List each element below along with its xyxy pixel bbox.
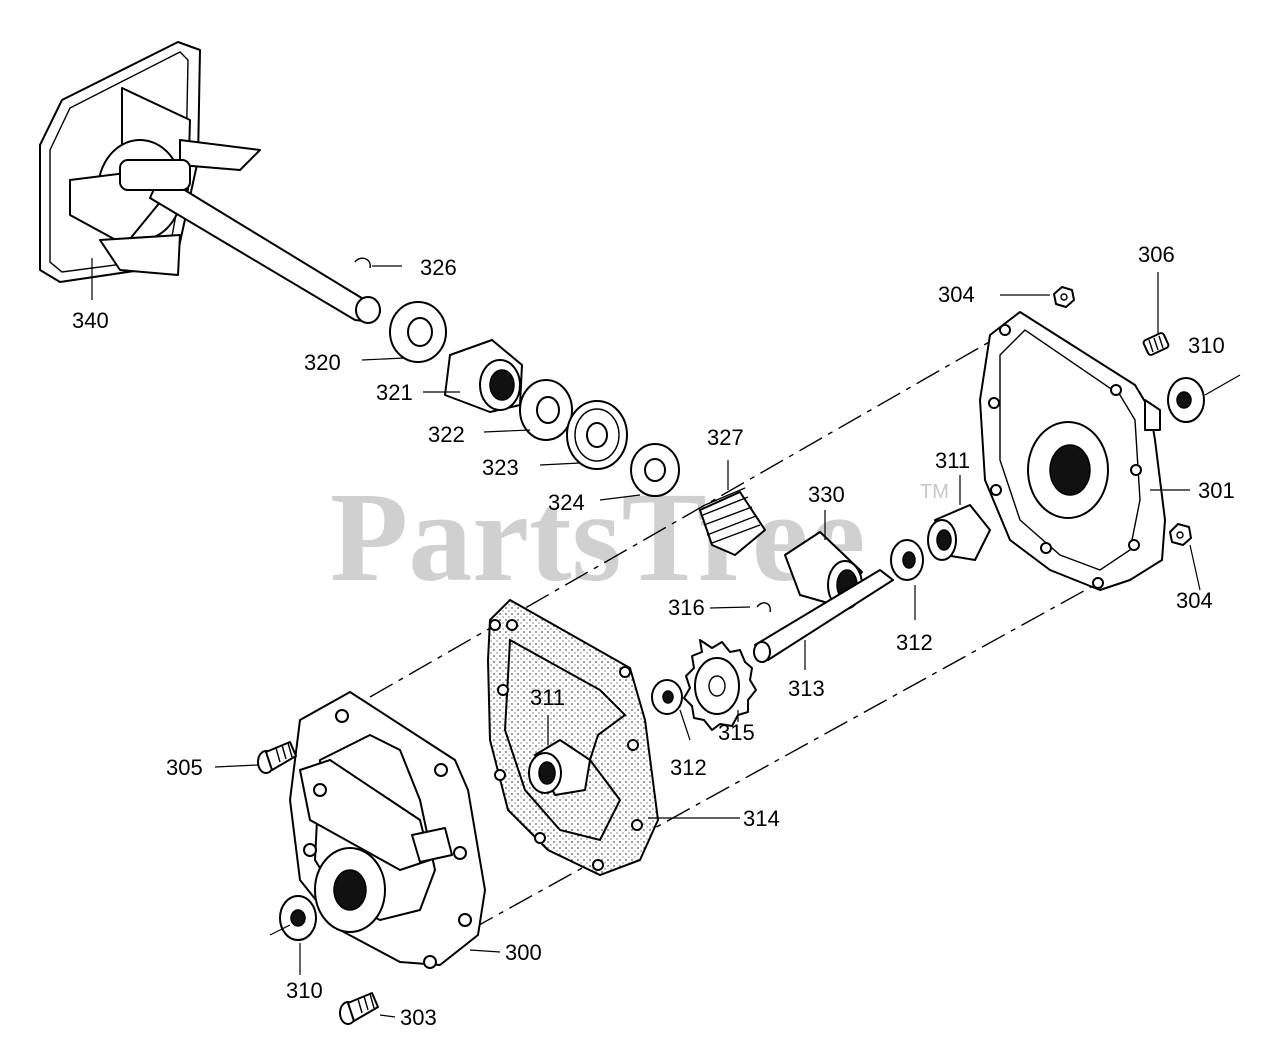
label-304-top: 304 bbox=[938, 282, 975, 307]
bushing-311-right bbox=[927, 504, 991, 561]
watermark-trademark: TM bbox=[920, 481, 949, 503]
gear-case-301 bbox=[979, 311, 1166, 591]
gear-case-300 bbox=[289, 691, 486, 969]
washer-320 bbox=[389, 301, 447, 363]
watermark-text: PartsTree bbox=[330, 466, 865, 608]
label-324: 324 bbox=[548, 490, 585, 515]
label-306: 306 bbox=[1138, 242, 1175, 267]
washer-312-left bbox=[651, 679, 683, 715]
label-323: 323 bbox=[482, 455, 519, 480]
impeller-plate-assembly bbox=[39, 41, 381, 324]
nut-304-top bbox=[1053, 286, 1075, 308]
label-316: 316 bbox=[668, 595, 705, 620]
label-320: 320 bbox=[304, 350, 341, 375]
washer-324 bbox=[630, 443, 680, 497]
label-313: 313 bbox=[788, 676, 825, 701]
label-305: 305 bbox=[166, 755, 203, 780]
gasket-314 bbox=[486, 598, 660, 877]
label-304-right: 304 bbox=[1176, 588, 1213, 613]
bearing-321 bbox=[444, 339, 523, 413]
label-310-left: 310 bbox=[286, 978, 323, 1003]
watermark: PartsTree TM bbox=[330, 466, 949, 608]
label-340: 340 bbox=[72, 308, 109, 333]
thrust-bearing-323 bbox=[566, 400, 628, 470]
key-326 bbox=[354, 257, 371, 269]
label-312-left: 312 bbox=[670, 755, 707, 780]
washer-322 bbox=[519, 379, 573, 441]
part-number-labels: 340 326 320 321 322 323 324 327 330 304 … bbox=[72, 242, 1235, 1030]
label-311-right: 311 bbox=[935, 448, 970, 473]
assembly-guide-lines bbox=[369, 332, 1101, 931]
label-301: 301 bbox=[1198, 478, 1235, 503]
shaft-313 bbox=[753, 569, 894, 663]
label-300: 300 bbox=[505, 940, 542, 965]
screw-305 bbox=[257, 741, 297, 774]
key-316 bbox=[756, 602, 771, 613]
label-312-right: 312 bbox=[896, 630, 933, 655]
seal-310-left bbox=[279, 895, 317, 941]
label-314: 314 bbox=[743, 806, 780, 831]
seal-310-right bbox=[1167, 377, 1205, 423]
label-322: 322 bbox=[428, 422, 465, 447]
spur-gear-315 bbox=[683, 639, 757, 731]
leader-lines bbox=[91, 258, 1201, 1018]
set-screw-306 bbox=[1142, 332, 1170, 356]
label-315: 315 bbox=[718, 720, 755, 745]
screw-303 bbox=[339, 992, 379, 1025]
label-321: 321 bbox=[376, 380, 413, 405]
label-303: 303 bbox=[400, 1005, 437, 1030]
label-327: 327 bbox=[707, 425, 744, 450]
label-311-left: 311 bbox=[530, 685, 565, 710]
bushing-311-left bbox=[528, 739, 591, 796]
washer-312-right bbox=[890, 539, 924, 581]
label-326: 326 bbox=[420, 255, 457, 280]
label-310-right: 310 bbox=[1188, 333, 1225, 358]
nut-304-right bbox=[1169, 523, 1192, 546]
worm-gear-327 bbox=[699, 487, 766, 556]
label-330: 330 bbox=[808, 482, 845, 507]
